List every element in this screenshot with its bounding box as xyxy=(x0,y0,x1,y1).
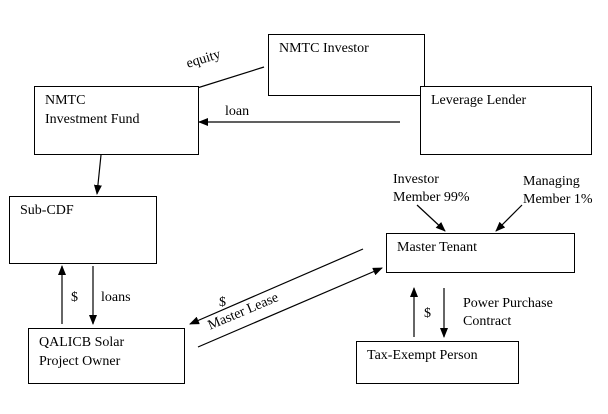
nmtc-investment-fund-box: NMTC Investment Fund xyxy=(34,86,199,155)
loans-label: loans xyxy=(101,290,131,305)
arrow-managing-member xyxy=(495,204,523,232)
fund-label-line2: Investment Fund xyxy=(45,112,140,127)
investor-member-line1: Investor xyxy=(393,172,439,187)
master-tenant-label: Master Tenant xyxy=(397,240,478,255)
dollar-right-label: $ xyxy=(424,306,431,321)
arrow-fund-to-subcdf xyxy=(93,154,102,195)
sub-cdf-label: Sub-CDF xyxy=(20,203,74,218)
leverage-lender-label: Leverage Lender xyxy=(431,93,527,108)
nmtc-investor-label: NMTC Investor xyxy=(279,41,369,56)
sub-cdf-box: Sub-CDF xyxy=(9,196,157,264)
arrow-investor-member xyxy=(416,204,446,232)
dollar-left-label: $ xyxy=(71,290,78,305)
ppa-label-line2: Contract xyxy=(463,314,512,329)
managing-member-line2: Member 1% xyxy=(523,192,593,207)
fund-label-line1: NMTC xyxy=(45,93,86,108)
master-tenant-box: Master Tenant xyxy=(386,233,575,273)
loan-label: loan xyxy=(225,104,250,119)
dollar-lease-label: $ xyxy=(219,295,226,310)
tax-exempt-label: Tax-Exempt Person xyxy=(367,348,478,363)
nmtc-investor-box: NMTC Investor xyxy=(268,34,425,96)
tax-exempt-box: Tax-Exempt Person xyxy=(356,341,519,384)
qalicb-label-line1: QALICB Solar xyxy=(39,335,125,350)
leverage-lender-box: Leverage Lender xyxy=(420,86,592,155)
qalicb-label-line2: Project Owner xyxy=(39,354,121,369)
ppa-label-line1: Power Purchase xyxy=(463,296,553,311)
arrow-dollar-to-qalicb xyxy=(189,248,364,325)
arrow-master-lease xyxy=(197,267,383,348)
qalicb-box: QALICB Solar Project Owner xyxy=(28,328,185,384)
managing-member-line1: Managing xyxy=(523,174,580,189)
investor-member-line2: Member 99% xyxy=(393,190,470,205)
